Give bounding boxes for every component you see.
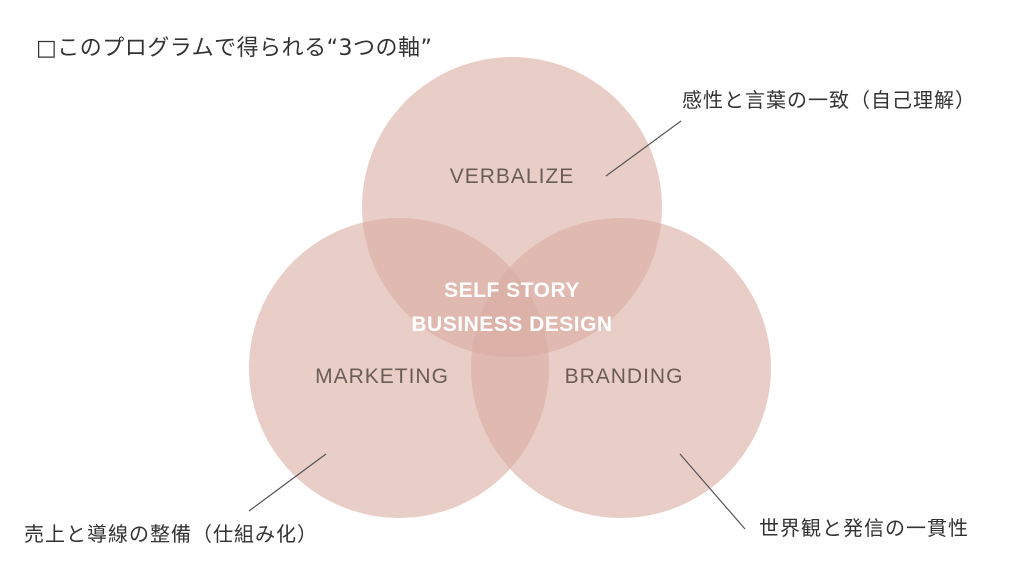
connector-marketing [248,453,327,512]
note-verbalize: 感性と言葉の一致（自己理解） [682,88,976,112]
connector-verbalize [605,120,682,177]
connector-branding [679,453,746,530]
label-verbalize: VERBALIZE [450,165,575,188]
label-branding: BRANDING [565,365,684,388]
center-label-line1: SELF STORY [444,279,580,302]
note-branding: 世界観と発信の一貫性 [759,516,969,540]
note-marketing: 売上と導線の整備（仕組み化） [24,522,318,546]
circle-marketing [249,218,549,518]
label-marketing: MARKETING [315,365,449,388]
circle-branding [471,218,771,518]
center-label-line2: BUSINESS DESIGN [411,313,612,336]
slide-title: □このプログラムで得られる“3つの軸” [36,36,433,61]
